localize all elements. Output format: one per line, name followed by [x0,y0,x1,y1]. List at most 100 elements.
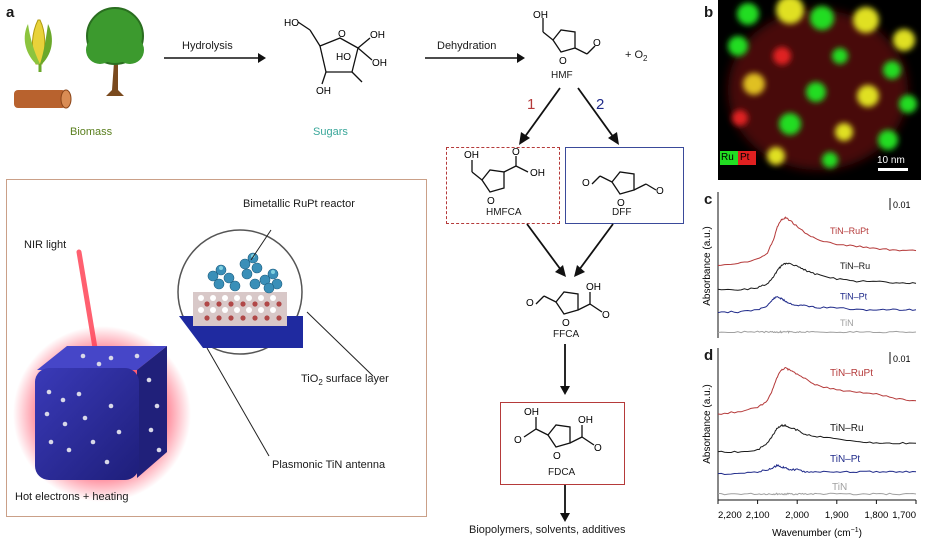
sugar-ho-label: HO [284,18,299,29]
dff-box [565,147,684,224]
x-tick-label: 2,200 [718,510,742,521]
legend-pt-label: Pt [740,152,750,163]
x-axis-label-end: ) [859,528,862,539]
tio2-text-end: surface layer [322,373,389,385]
fdca-label: FDCA [548,467,576,478]
hmfca-label: HMFCA [486,207,522,218]
dehydration-label: Dehydration [437,40,497,52]
dehydration-arrow [425,53,525,63]
converging-arrows [526,223,614,277]
fdca-o-1: O [514,435,522,446]
x-axis-label: Wavenumber (cm−1) [772,527,862,539]
ffca-acid-o: O [602,310,610,321]
spectra-series: TiN–RuPtTiN–RuTiN–PtTiNTiN–RuPtTiN–RuTiN… [717,216,917,496]
x-axis-label-sup: −1 [851,527,859,534]
dff-label: DFF [612,207,632,218]
route-arrows [519,87,619,145]
series-label-d-4: TiN [832,482,847,493]
ffca-to-fdca-arrow [560,344,570,395]
fdca-to-products-arrow [560,485,570,522]
ffca-structure: O O OH O [526,282,610,329]
hmf-structure: OH O O [533,10,601,67]
sugar-ring-o: O [338,29,346,40]
x-tick-label: 1,800 [865,510,889,521]
hydrolysis-label: Hydrolysis [182,40,233,52]
sugar-structure: HO OH OH HO OH O [284,18,387,95]
fdca-oh-2: OH [578,415,593,426]
spectrum-line-d-4 [717,492,917,496]
reactor-illustration [13,229,374,502]
route-1-label: 1 [527,96,536,113]
hmfca-oh: OH [464,150,479,161]
panel-c-ylabel: Absorbance (a.u.) [702,226,713,306]
fdca-box [500,402,625,485]
ffca-label: FFCA [553,329,580,340]
panel-d-scale-label: 0.01 [893,354,911,364]
ffca-ring-o: O [562,318,570,329]
spectrum-line-c-3 [717,296,917,314]
series-label-d-3: TiN–Pt [830,454,860,465]
fdca-oh-1: OH [524,407,539,418]
scalebar-label: 10 nm [877,155,905,166]
oxygen-subscript: 2 [643,54,648,64]
leader-lines [206,229,374,457]
cube-dots [44,353,162,465]
legend-ru-label: Ru [721,152,734,163]
x-tick-label: 1,900 [825,510,849,521]
sugars-label: Sugars [313,126,348,138]
tio2-subscript: 2 [318,378,323,388]
legend-pt-swatch [738,151,756,165]
route-2-label: 2 [596,96,605,113]
spectrum-line-d-2 [717,423,917,454]
spectrum-line-d-1 [717,366,917,415]
ffca-o-1: O [526,298,534,309]
spectrum-line-d-3 [717,463,917,476]
hmfca-box [446,147,560,224]
reactor-frame [6,179,427,517]
antenna-label: Plasmonic TiN antenna [272,459,386,471]
spectrum-line-c-4 [717,330,917,334]
ffca-acid-oh: OH [586,282,601,293]
dff-ring-o: O [617,198,625,208]
scale-bar [878,168,908,171]
hmfca-acid-oh: OH [530,168,545,179]
panel-c-scale-label: 0.01 [893,200,911,210]
log-icon [14,89,72,109]
series-label-d-1: TiN–RuPt [830,368,873,379]
series-label-c-1: TiN–RuPt [830,226,869,236]
products-label: Biopolymers, solvents, additives [469,524,626,536]
hmf-oh: OH [533,10,548,21]
dff-o-1: O [582,178,590,189]
tin-cube [35,346,167,480]
hmfca-acid-o: O [512,147,520,158]
spectrum-line-c-1 [717,216,917,266]
sugar-oh-1: OH [370,30,385,41]
sugar-oh-2: OH [372,58,387,69]
oxygen-text: + O [625,49,644,61]
eds-map [718,0,921,180]
dff-o-2: O [656,186,664,197]
series-label-c-2: TiN–Ru [840,261,870,271]
hmf-carbonyl-o: O [593,38,601,49]
fdca-structure: OH O O OH O [514,407,602,462]
bimetallic-label: Bimetallic RuPt reactor [243,198,355,210]
zoom-inset [177,229,303,355]
tio2-text: TiO [301,373,319,385]
hydrolysis-arrow [164,53,266,63]
x-axis-label-text: Wavenumber (cm [772,528,851,539]
spectrum-line-c-2 [717,262,917,291]
panel-b-letter: b [704,4,714,21]
biomass-label: Biomass [70,126,113,138]
series-label-d-2: TiN–Ru [830,423,864,434]
hmfca-ring-o: O [487,196,495,207]
biomass-illustration [14,7,144,109]
panel-d-ylabel: Absorbance (a.u.) [702,384,713,464]
hot-electrons-label: Hot electrons + heating [15,491,129,503]
sugar-ho-2: HO [336,52,351,63]
panel-d-letter: d [704,347,714,364]
x-tick-label: 2,100 [746,510,770,521]
series-label-c-3: TiN–Pt [840,292,868,302]
hmfca-structure: OH O OH O [464,147,545,207]
tio2-label: TiO2 surface layer [301,373,389,387]
